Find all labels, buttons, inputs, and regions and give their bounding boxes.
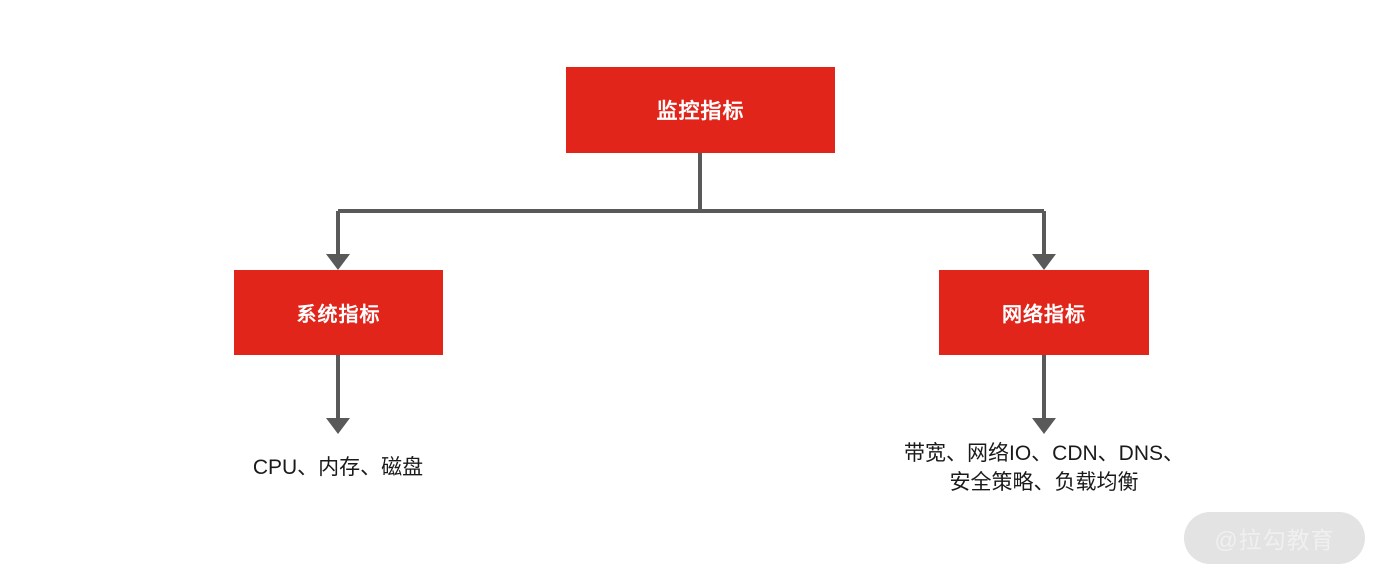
node-root-monitoring-metrics[interactable]: 监控指标 bbox=[566, 67, 835, 153]
node-root-label: 监控指标 bbox=[656, 100, 745, 123]
watermark-badge: @拉勾教育 bbox=[1184, 512, 1365, 564]
arrowhead-to-system bbox=[326, 254, 350, 270]
arrowhead-to-network-leaf bbox=[1032, 418, 1056, 434]
arrowhead-to-network bbox=[1032, 254, 1056, 270]
watermark-label: @拉勾教育 bbox=[1214, 527, 1335, 553]
node-system-label: 系统指标 bbox=[296, 304, 381, 326]
node-network-metrics[interactable]: 网络指标 bbox=[939, 270, 1149, 355]
node-system-metrics[interactable]: 系统指标 bbox=[234, 270, 443, 355]
leaf-system-metrics-items: CPU、内存、磁盘 bbox=[252, 456, 424, 479]
leaf-network-metrics-items: 带宽、网络IO、CDN、DNS、 安全策略、负载均衡 bbox=[903, 442, 1184, 494]
node-network-label: 网络指标 bbox=[1002, 304, 1086, 326]
arrowhead-to-system-leaf bbox=[326, 418, 350, 434]
